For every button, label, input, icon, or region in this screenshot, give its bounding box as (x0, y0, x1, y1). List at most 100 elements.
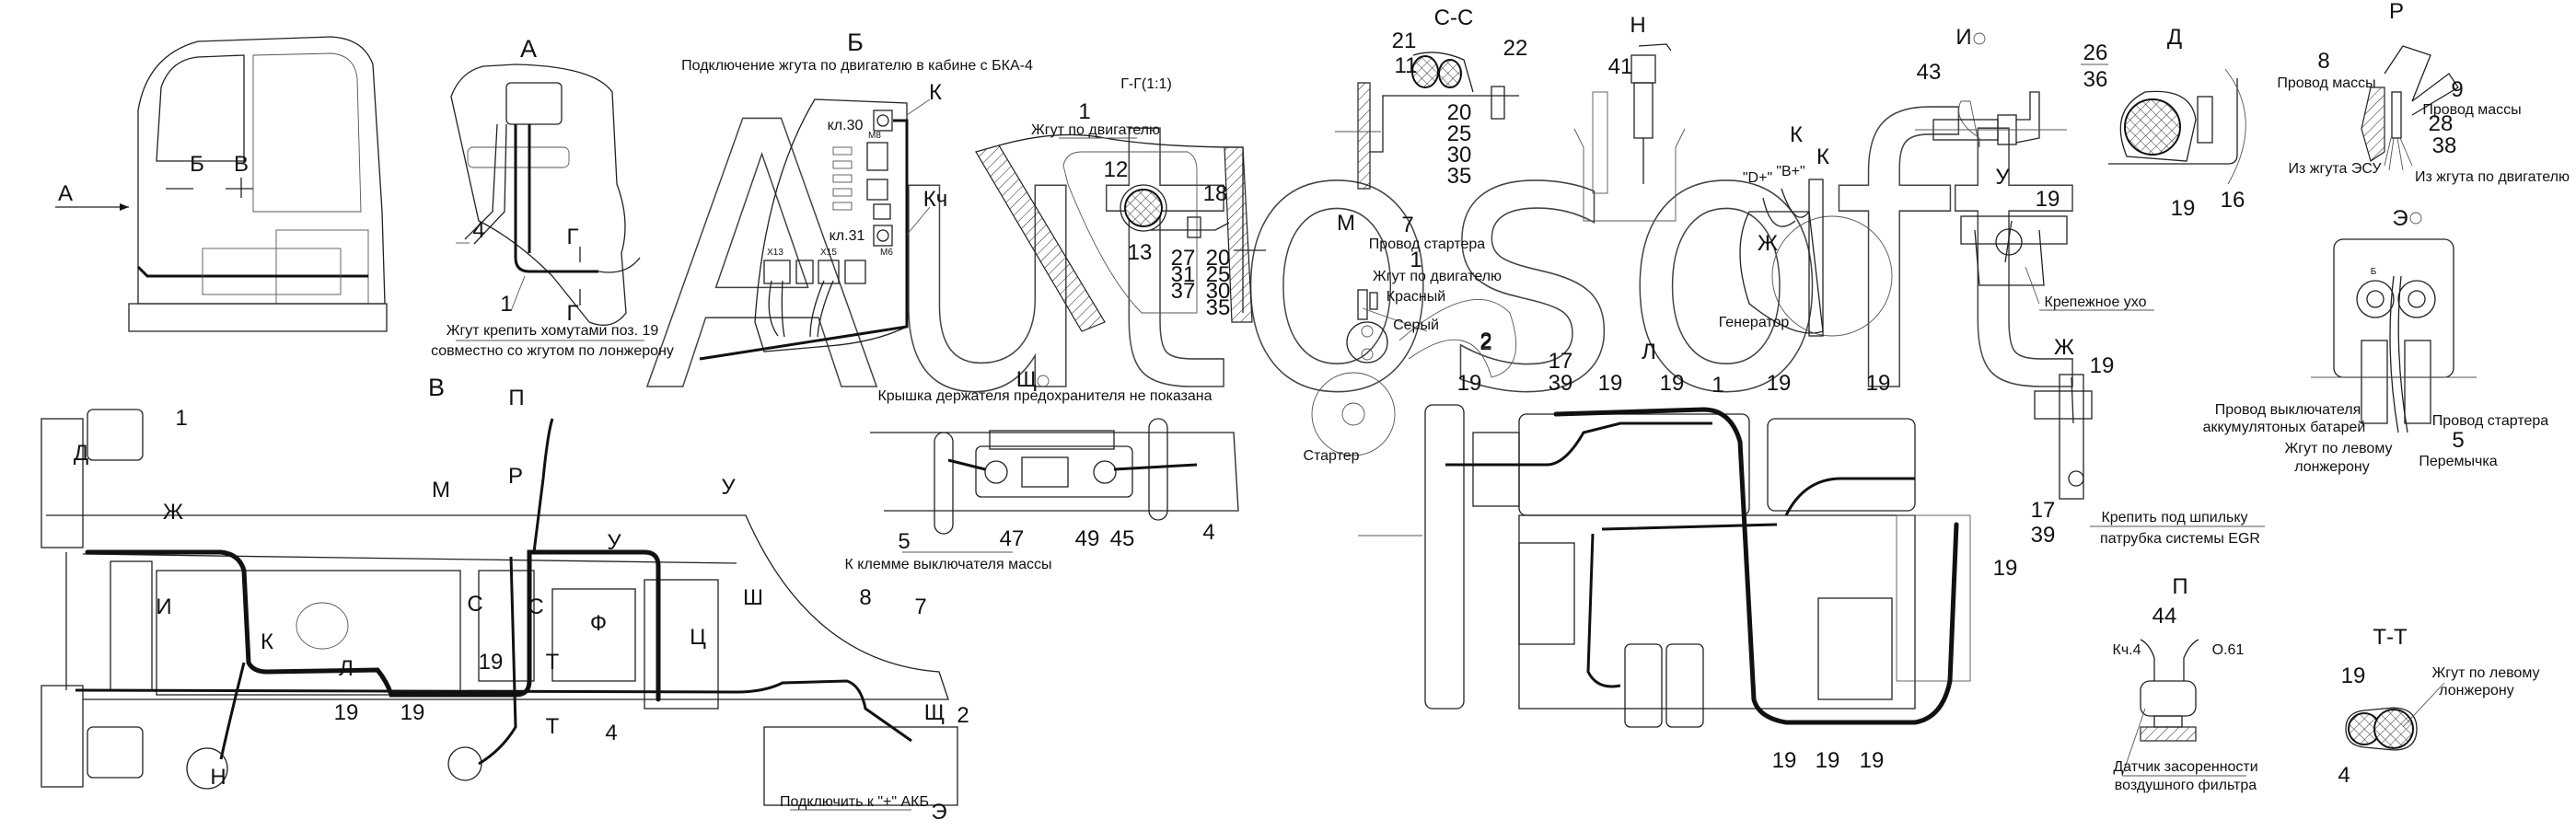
fuse-cover-note: Крышка держателя предохранителя не показ… (877, 388, 1212, 404)
section-mark-g-bottom: Г (567, 301, 579, 326)
terminal-31-label: кл.31 (830, 228, 865, 244)
mark-p: П (508, 386, 524, 410)
ground-wire-label-8: Провод массы (2277, 75, 2375, 91)
callout-9: 9 (2451, 77, 2463, 102)
mark-l: Л (339, 656, 354, 681)
mark-m: М (432, 478, 450, 502)
mark-e: Э (931, 800, 946, 825)
terminal-b-plus: "B+" (1776, 164, 1804, 179)
callout-21: 21 (1392, 29, 1417, 53)
mark-u-center: У (607, 530, 621, 555)
view-p: П 44 Кч.4 О.61 Датчик засоренности возду… (2113, 574, 2258, 793)
mark-l: Л (1642, 340, 1656, 364)
view-u-title: У (1995, 165, 2010, 190)
left-harness-label-line2: лонжерону (2294, 459, 2369, 475)
mark-u-right: У (721, 475, 736, 500)
stack-17: 17 (1549, 349, 1573, 374)
callout-2: 2 (1479, 329, 1491, 353)
callout-11: 11 (1395, 53, 1418, 78)
stack-25: 25 (1206, 262, 1231, 287)
callout-41: 41 (1608, 54, 1633, 79)
generator-label: Генератор (1719, 315, 1790, 330)
mark-c-right: С (528, 594, 543, 619)
callout-18: 18 (1203, 181, 1228, 206)
stack-35: 35 (1206, 295, 1231, 320)
callout-1: 1 (1078, 99, 1090, 124)
callout-5: 5 (898, 529, 910, 554)
section-g-g: Г-Г(1:1) 1 Жгут по двигателю 12 13 18 27… (975, 76, 1266, 332)
callout-4: 4 (472, 218, 484, 243)
egr-note-line1: Крепить под шпильку (2101, 510, 2247, 525)
section-t-t: Т-Т 19 4 Жгут по левому лонжерону (2338, 625, 2539, 788)
main-view-v: В П Д Ж М Р У У И С С Ф Ш Ц К Л Т Т Н Щ … (41, 374, 969, 825)
stack-39: 39 (2031, 523, 2056, 548)
red-wire-label: Красный (1387, 289, 1445, 305)
view-marker-a: А (58, 181, 73, 206)
left-harness-label-line1: Жгут по левому (2431, 665, 2539, 681)
callout-8: 8 (859, 585, 871, 610)
engine-harness-label: Жгут по двигателю (1373, 269, 1502, 284)
mark-d: Д (74, 441, 88, 466)
view-r-title: Р (2389, 0, 2404, 24)
stack-25: 25 (1447, 121, 1472, 146)
view-m-title: М (1337, 211, 1355, 236)
callout-44: 44 (2152, 604, 2177, 629)
view-a-note-line2: совместно со жгутом по лонжерону (431, 343, 674, 359)
rotated-view-icon (2409, 212, 2422, 225)
view-p-title: П (2172, 574, 2187, 599)
mark-shch: Щ (924, 700, 946, 725)
stack-27: 27 (1171, 246, 1196, 271)
stack-39: 39 (1549, 371, 1573, 396)
callout-16: 16 (2221, 188, 2245, 213)
mark-t-bottom: Т (546, 714, 560, 739)
starter-wire-label: Провод стартера (1369, 237, 1485, 252)
callout-2: 2 (1479, 330, 1491, 355)
mounting-lug-label: Крепежное ухо (2045, 294, 2147, 310)
esu-harness-label: Из жгута ЭСУ (2289, 161, 2383, 177)
mark-sh: Ш (743, 585, 763, 610)
view-n: Н 41 (1573, 13, 1686, 222)
starter-wire-label: Провод стартера (2432, 413, 2548, 429)
callout-4: 4 (605, 721, 617, 745)
mark-ts: Ц (690, 625, 706, 650)
section-mark-g-top: Г (567, 225, 579, 249)
mass-switch-terminal-label: К клемме выключателя массы (845, 557, 1052, 572)
view-k-title: К (1790, 122, 1803, 147)
mark-r: Р (508, 464, 523, 489)
section-t-t-title: Т-Т (2373, 625, 2408, 650)
callout-4: 4 (2338, 763, 2350, 788)
stack-20: 20 (1447, 100, 1472, 125)
view-m: М 7 Провод стартера 1 Жгут по двигателю … (1303, 211, 1517, 464)
m6-label: М6 (880, 248, 893, 258)
mark-zh: Ж (1758, 231, 1778, 256)
egr-note-line2: патрубка системы EGR (2100, 531, 2260, 547)
section-c-c-title: С-С (1434, 6, 1474, 30)
view-shch: Щ Крышка держателя предохранителя не пок… (845, 367, 1239, 572)
view-n-title: Н (1630, 13, 1645, 38)
callout-19: 19 (400, 700, 425, 725)
callout-8: 8 (2317, 49, 2329, 74)
stack-17: 17 (2031, 498, 2056, 523)
stack-20: 20 (1206, 246, 1231, 271)
mark-t-top: Т (546, 650, 560, 675)
callout-7: 7 (1401, 213, 1413, 237)
view-k: К К "D+" "B+" Ж Генератор (1719, 122, 1893, 337)
callout-2: 2 (957, 703, 969, 728)
mark-f: Ф (590, 611, 607, 636)
stack-37: 37 (1171, 279, 1196, 304)
engine-harness-label: Из жгута по двигателю (2415, 169, 2570, 185)
switch-wire-label-line2: аккумулятоных батарей (2203, 420, 2366, 435)
engine-side-view: Л 2 17 39 1 19 19 19 19 19 19 19 19 19 (1358, 330, 2017, 773)
rotated-view-icon (1037, 375, 1050, 387)
terminal-d-plus: "D+" (1743, 170, 1772, 186)
view-d: Д 26 36 19 16 (2081, 25, 2246, 221)
callout-19: 19 (2090, 353, 2115, 378)
main-view-title: В (428, 374, 445, 401)
clamp-callout-19: 19 (1660, 371, 1685, 396)
mark-k: К (261, 629, 273, 654)
callout-49: 49 (1075, 526, 1100, 551)
stack-30: 30 (1447, 143, 1472, 167)
clamp-callout-19: 19 (1993, 556, 2018, 581)
air-filter-sensor-label-line2: воздушного фильтра (2115, 778, 2257, 793)
